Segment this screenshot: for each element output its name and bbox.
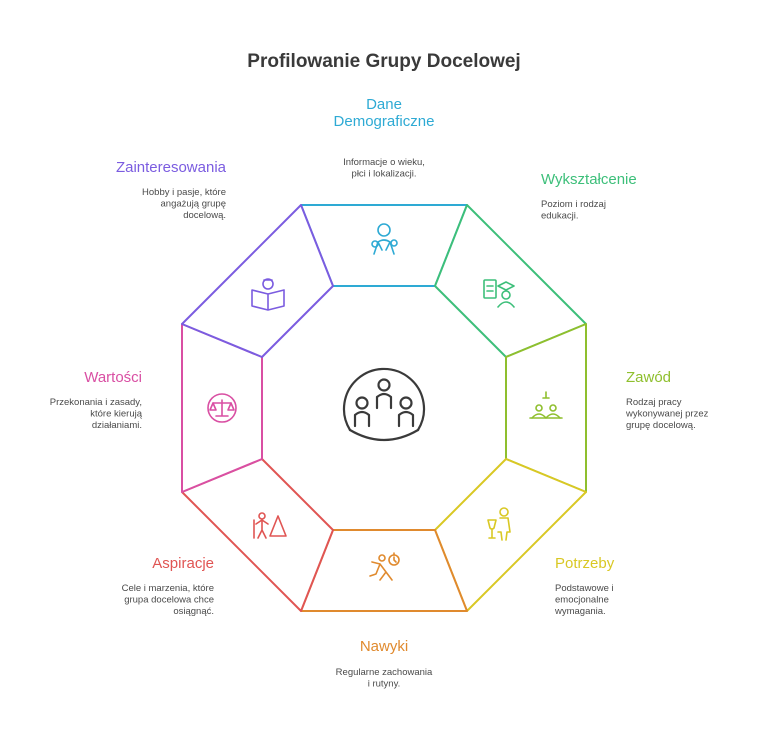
segment-description: grupę docelową. — [626, 420, 696, 431]
segment-description: Informacje o wieku, — [343, 157, 425, 168]
person-drink-icon — [487, 507, 511, 541]
segment-description: Rodzaj pracy — [626, 397, 682, 408]
segment-title: Aspiracje — [152, 555, 214, 572]
segment-description: docelową. — [183, 210, 226, 221]
scales-icon — [207, 393, 237, 423]
segment-description: działaniami. — [92, 420, 142, 431]
segment-title: Zawód — [626, 369, 671, 386]
segment-description: i rutyny. — [368, 679, 401, 690]
center-hub — [342, 367, 426, 441]
segment-description: płci i lokalizacji. — [352, 169, 417, 180]
segment-description: osiągnąć. — [173, 606, 214, 617]
segment-description: Przekonania i zasady, — [50, 397, 142, 408]
octagon-segments — [181, 204, 587, 612]
segment-description: Hobby i pasje, które — [142, 187, 226, 198]
workers-icon — [529, 391, 563, 419]
segment-description: angażują grupę — [161, 199, 227, 210]
segment-description: Cele i marzenia, które — [122, 583, 214, 594]
segment-title: Wartości — [84, 369, 142, 386]
segment-description: wykonywanej przez — [625, 409, 709, 420]
graduate-icon — [483, 279, 515, 308]
segment-description: edukacji. — [541, 211, 579, 222]
running-person-icon — [369, 552, 400, 581]
segment-description: które kierują — [90, 409, 142, 420]
segment-title: Demograficzne — [334, 113, 435, 130]
people-icon — [371, 223, 398, 255]
mountain-climber-icon — [253, 512, 287, 539]
segment-title: Zainteresowania — [116, 159, 227, 176]
group-icon — [342, 367, 426, 441]
page-title: Profilowanie Grupy Docelowej — [247, 51, 520, 72]
segment-description: wymagania. — [554, 606, 606, 617]
segment-description: grupa docelowa chce — [124, 595, 214, 606]
segment-description: emocjonalne — [555, 595, 609, 606]
segment-zawod — [505, 323, 587, 493]
segment-title: Nawyki — [360, 638, 408, 655]
segment-title: Wykształcenie — [541, 171, 637, 188]
segment-title: Potrzeby — [555, 555, 615, 572]
segment-description: Regularne zachowania — [336, 667, 433, 678]
segment-zainteresowania — [181, 204, 334, 358]
reader-icon — [251, 278, 285, 311]
segment-shape-zainteresowania — [181, 204, 334, 358]
segment-description: Podstawowe i — [555, 583, 614, 594]
segment-title: Dane — [366, 96, 402, 113]
segment-description: Poziom i rodzaj — [541, 199, 606, 210]
